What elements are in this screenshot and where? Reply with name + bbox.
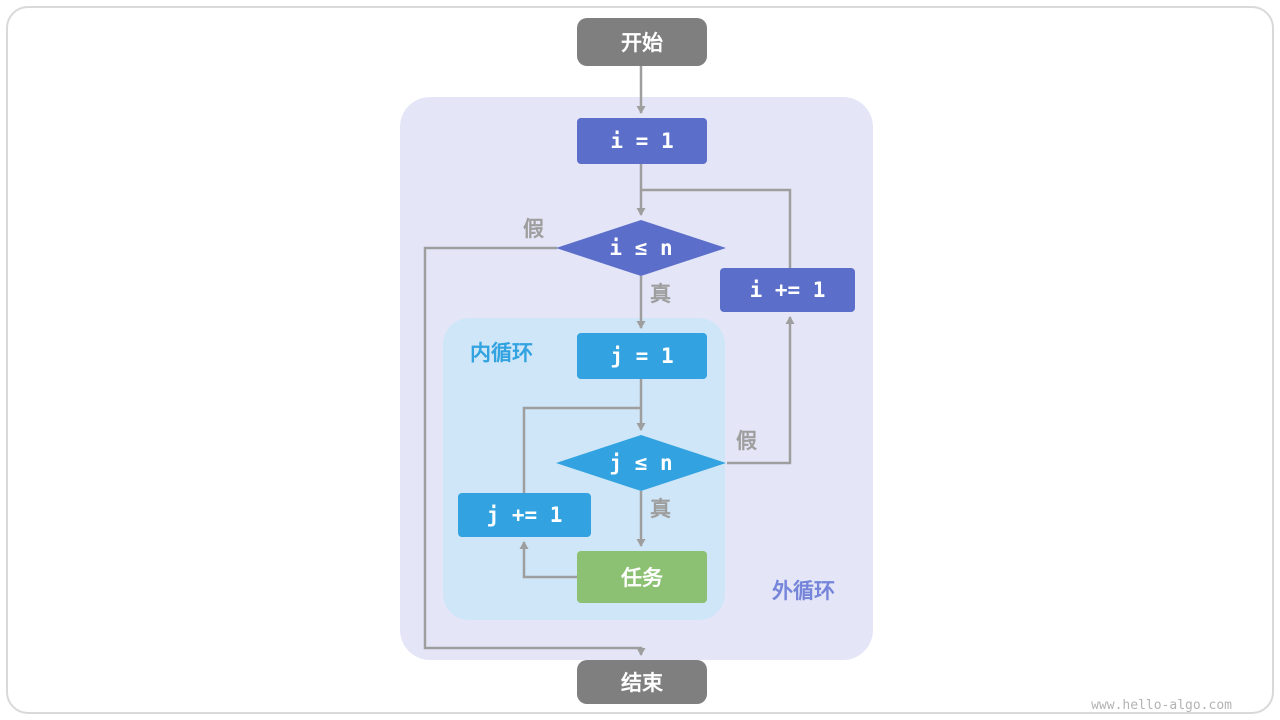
edge-j-inc-to-j-cond: [522, 406, 641, 493]
edge-task-to-j-inc: [519, 541, 577, 579]
init-i-node: i = 1: [577, 118, 707, 164]
watermark-text: www.hello-algo.com: [1091, 698, 1232, 713]
edge-i-cond-false-to-end: [423, 246, 646, 656]
i-cond-false-label: 假: [523, 217, 544, 241]
init-j-node: j = 1: [577, 333, 707, 379]
outer-loop-label: 外循环: [772, 579, 835, 603]
inner-loop-label: 内循环: [470, 341, 533, 365]
start-node: 开始: [577, 18, 707, 66]
increment-j-node: j += 1: [458, 493, 591, 537]
j-cond-true-label: 真: [650, 497, 671, 521]
increment-i-node: i += 1: [720, 268, 855, 312]
end-node: 结束: [577, 660, 707, 704]
j-cond-false-label: 假: [736, 429, 757, 453]
task-node: 任务: [577, 551, 707, 603]
edge-j-cond-false-to-i-inc: [727, 316, 795, 465]
edge-i-inc-to-i-cond: [641, 188, 792, 268]
i-cond-true-label: 真: [650, 282, 671, 306]
